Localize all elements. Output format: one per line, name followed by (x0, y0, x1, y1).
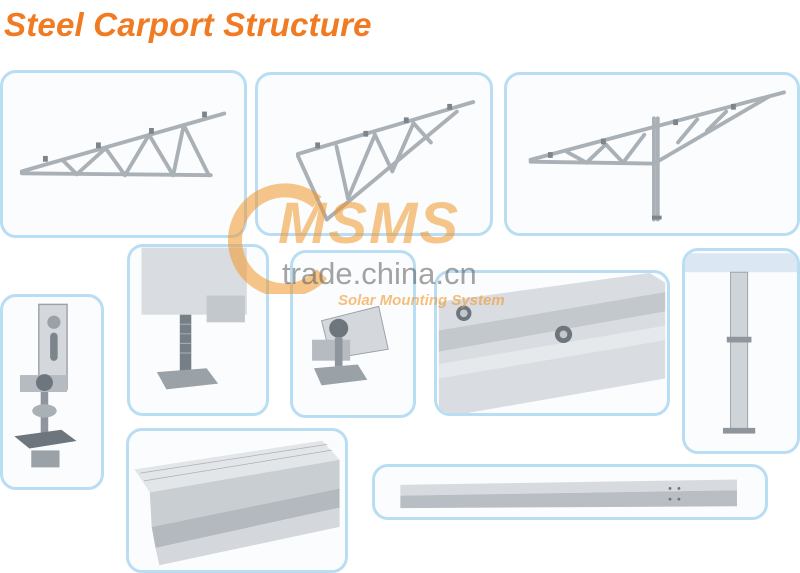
square-tube-image (372, 464, 768, 520)
adjustable-bracket-image (0, 294, 104, 490)
truss-image-1 (0, 70, 247, 238)
truss-image-2 (255, 72, 493, 236)
support-post-image (682, 248, 800, 454)
end-clamp-image (290, 250, 416, 418)
page-title: Steel Carport Structure (4, 6, 372, 43)
truss-image-3 (504, 72, 800, 236)
mid-clamp-image (127, 244, 269, 416)
rail-joint-image (434, 270, 670, 416)
aluminum-rail-profile-image (126, 428, 348, 573)
